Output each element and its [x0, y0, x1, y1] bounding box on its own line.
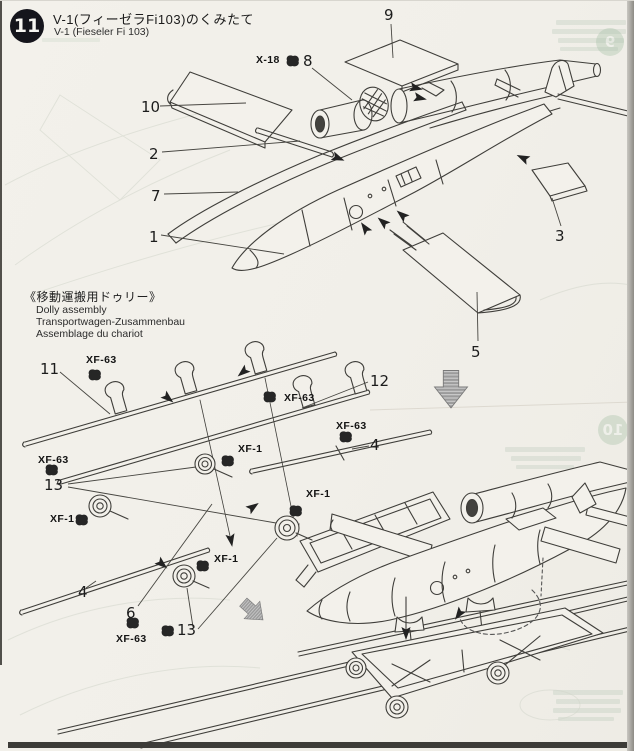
paint-label-x18: X-18	[256, 54, 280, 66]
leader-lines	[59, 23, 562, 630]
paint-label-xf63-5: XF-63	[116, 633, 147, 645]
ghost-text-bar	[560, 47, 618, 51]
scan-edge-top	[0, 0, 634, 1]
dolly-section-title-japanese: 《移動運搬用ドゥリー》	[24, 290, 162, 304]
scan-edge-left	[0, 0, 2, 665]
step-number-badge: 11	[10, 9, 44, 43]
part-label-12: 12	[370, 372, 390, 390]
dolly-section-title-german: Transportwagen-Zusammenbau	[36, 316, 186, 328]
part-label-8: 8	[303, 52, 313, 70]
ghost-text-bar	[558, 717, 614, 721]
paint-label-xf63-4: XF-63	[38, 454, 69, 466]
part-label-13-bottom: 13	[177, 621, 197, 639]
part-label-2: 2	[149, 145, 159, 163]
part-label-9: 9	[384, 6, 394, 24]
next-view-arrow-icon	[235, 593, 272, 630]
ghost-text-bar	[556, 20, 626, 25]
part-label-6: 6	[126, 604, 136, 622]
assembled-v1-drawing	[57, 461, 634, 749]
paint-label-xf1-3: XF-1	[306, 488, 331, 500]
part-label-5: 5	[471, 343, 481, 361]
down-arrow-icon	[433, 369, 469, 409]
ghost-text-bar	[516, 465, 574, 469]
part-label-3: 3	[555, 227, 565, 245]
paint-label-xf1-1: XF-1	[238, 443, 263, 455]
ghost-text-bar	[558, 38, 624, 43]
ghost-text-bar	[553, 708, 621, 713]
ghost-text-bar	[553, 690, 623, 695]
step-title-english: V-1 (Fieseler Fi 103)	[54, 26, 150, 38]
ghost-text-bar	[556, 699, 620, 704]
step-title-japanese: V-1(フィーゼラFi103)のくみたて	[53, 12, 254, 27]
paint-label-xf1-2: XF-1	[50, 513, 75, 525]
ghost-text-bar	[42, 38, 100, 42]
paint-label-xf63-2: XF-63	[284, 392, 315, 404]
dolly-section-title-french: Assemblage du chariot	[36, 328, 143, 340]
part-label-11: 11	[40, 360, 60, 378]
scan-edge-bottom	[8, 742, 634, 748]
paint-label-xf1-4: XF-1	[214, 553, 239, 565]
part-label-13-left: 13	[44, 476, 64, 494]
scan-edge-right	[627, 0, 634, 751]
part-label-4-left: 4	[78, 583, 88, 601]
dolly-section-title-english: Dolly assembly	[36, 304, 107, 316]
step-number: 11	[13, 15, 41, 37]
ghost-text-bar	[552, 29, 626, 34]
part-label-1: 1	[149, 228, 159, 246]
part-label-7: 7	[151, 187, 161, 205]
ghost-text-bar	[511, 456, 581, 461]
ghost-text-bar	[505, 447, 585, 452]
part-label-4-right: 4	[370, 436, 380, 454]
scan-fold-line	[369, 401, 634, 411]
paint-label-xf63-1: XF-63	[86, 354, 117, 366]
paint-label-xf63-3: XF-63	[336, 420, 367, 432]
exploded-v1-drawing	[167, 39, 633, 314]
part-label-10: 10	[141, 98, 161, 116]
